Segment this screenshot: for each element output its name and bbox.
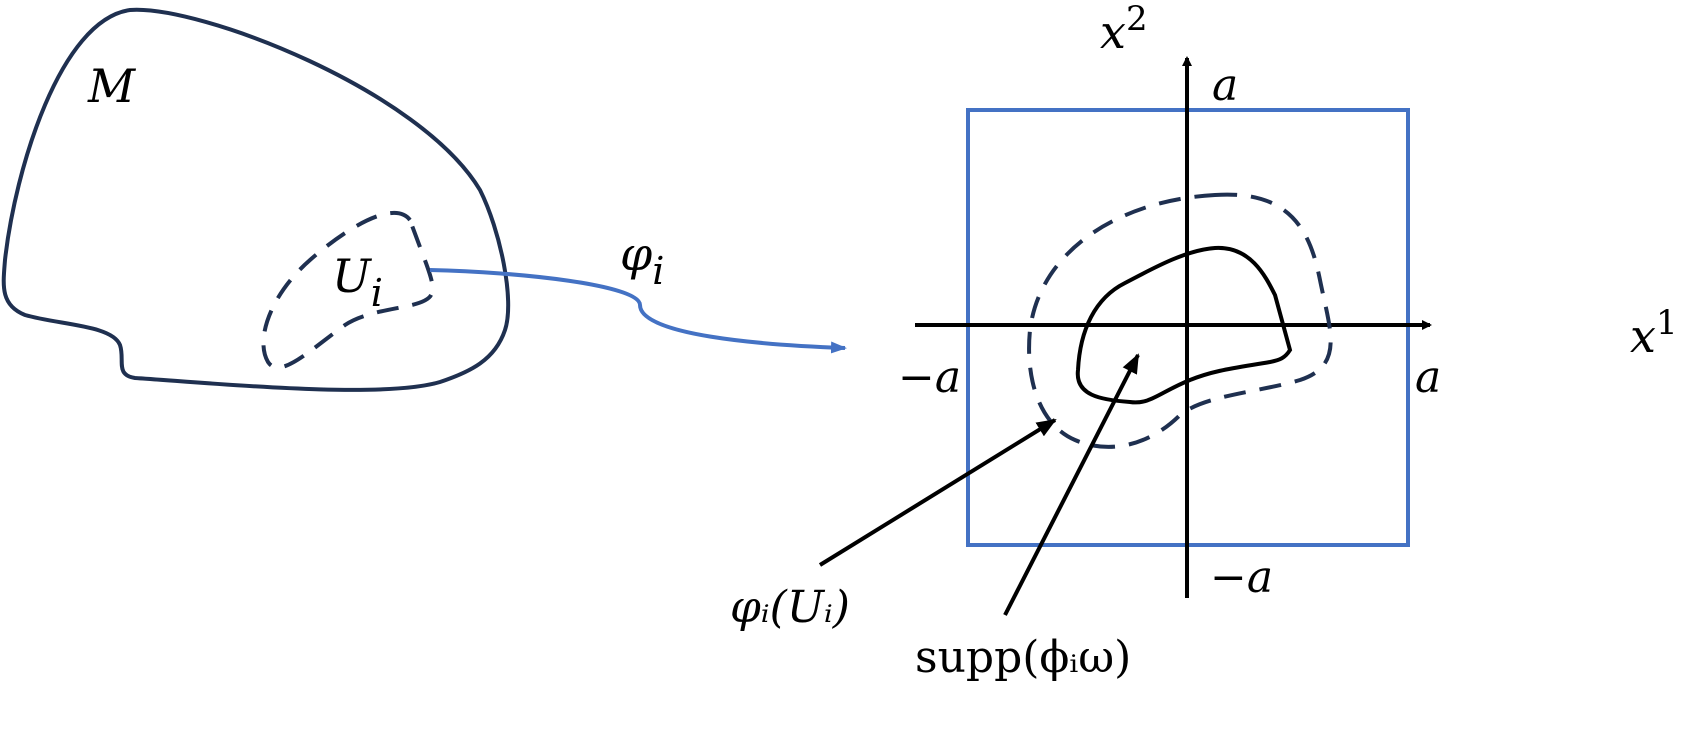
x1-axis-label: x1: [1630, 303, 1678, 363]
right-a-label: a: [1415, 352, 1441, 403]
support-pointer-arrow: [1003, 353, 1140, 616]
left-neg-a-label: −a: [898, 352, 961, 403]
bottom-neg-a-label: −a: [1210, 552, 1273, 603]
image-of-ui-outline: [1027, 192, 1333, 449]
top-a-label: a: [1212, 60, 1238, 111]
x2-axis-label: x2: [1100, 0, 1148, 59]
chart-map-arrow: [429, 268, 847, 354]
open-set-label: Ui: [332, 249, 383, 315]
image-label: φᵢ(Uᵢ): [730, 582, 850, 633]
support-outline: [1075, 245, 1293, 405]
chart-map-label: φi: [620, 227, 664, 293]
manifold-outline: [1, 7, 511, 392]
support-label: supp(ϕᵢω): [915, 632, 1131, 683]
open-set-ui-outline: [261, 210, 435, 370]
image-pointer-arrow: [818, 418, 1057, 567]
manifold-label: M: [87, 59, 137, 113]
